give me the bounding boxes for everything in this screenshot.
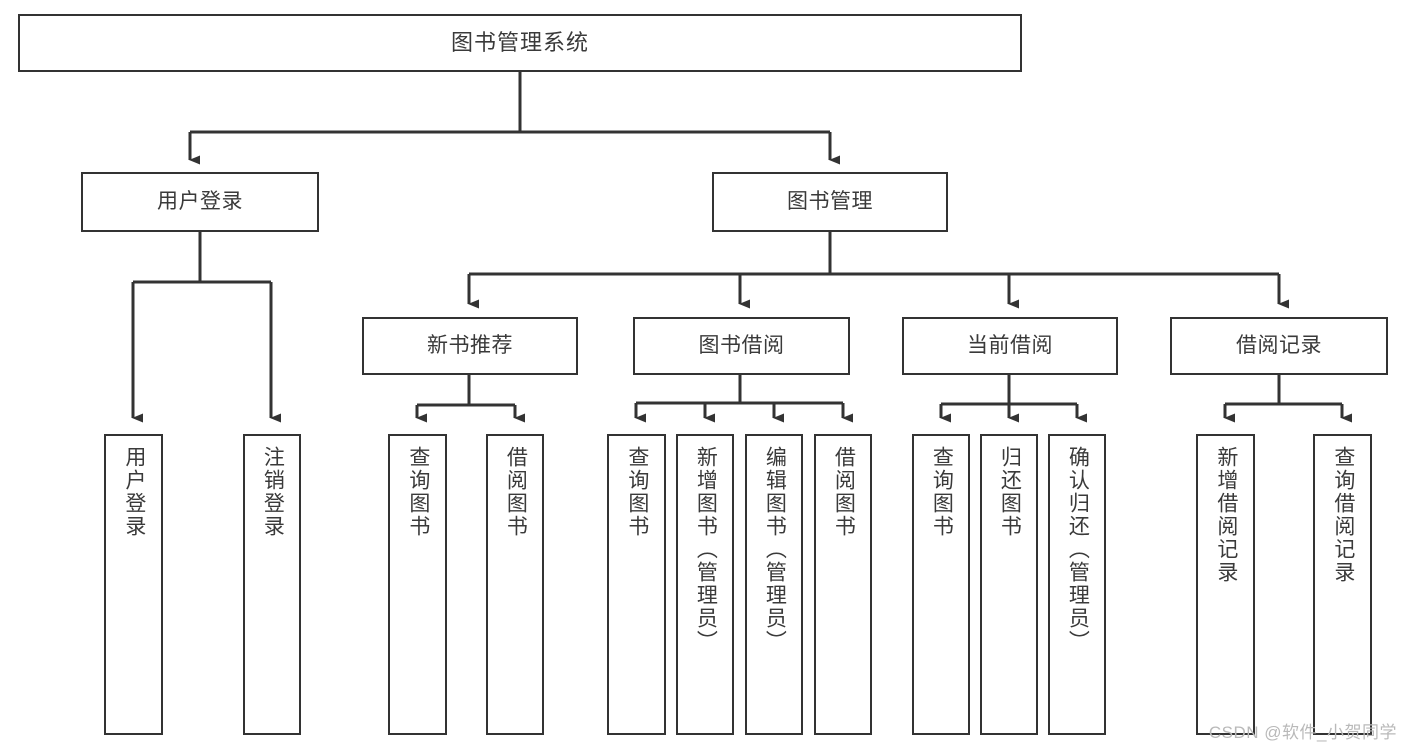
node-label: 图书管理 xyxy=(787,190,873,214)
node-current-borrow[interactable]: 当前借阅 xyxy=(902,317,1118,375)
node-label: 借阅图书 xyxy=(832,446,856,538)
node-leaf-borrow-record-add[interactable]: 新增借阅记录 xyxy=(1196,434,1255,735)
node-leaf-current-borrow-confirm-return[interactable]: 确认归还（管理员） xyxy=(1048,434,1106,735)
node-user-login[interactable]: 用户登录 xyxy=(81,172,319,232)
node-leaf-new-book-borrow[interactable]: 借阅图书 xyxy=(486,434,544,735)
node-leaf-user-login-login[interactable]: 用户登录 xyxy=(104,434,163,735)
node-label: 注销登录 xyxy=(261,446,285,538)
node-label: 归还图书 xyxy=(998,446,1022,538)
node-label: 新增图书（管理员） xyxy=(694,446,718,653)
node-label: 当前借阅 xyxy=(967,334,1053,358)
node-label: 图书借阅 xyxy=(698,334,785,358)
node-label: 新书推荐 xyxy=(427,334,513,358)
node-label: 图书管理系统 xyxy=(450,29,589,55)
node-leaf-borrow-record-query[interactable]: 查询借阅记录 xyxy=(1313,434,1372,735)
node-label: 新增借阅记录 xyxy=(1214,446,1238,584)
node-borrow-record[interactable]: 借阅记录 xyxy=(1170,317,1388,375)
node-leaf-book-borrow-query[interactable]: 查询图书 xyxy=(607,434,666,735)
node-leaf-book-borrow-borrow[interactable]: 借阅图书 xyxy=(814,434,872,735)
node-leaf-new-book-query[interactable]: 查询图书 xyxy=(388,434,447,735)
node-new-book-recommendation[interactable]: 新书推荐 xyxy=(362,317,578,375)
node-root-book-management-system[interactable]: 图书管理系统 xyxy=(18,14,1022,72)
node-label: 查询图书 xyxy=(930,446,954,538)
node-leaf-current-borrow-query[interactable]: 查询图书 xyxy=(912,434,970,735)
node-label: 用户登录 xyxy=(157,190,243,214)
node-label: 查询图书 xyxy=(406,446,430,538)
node-leaf-current-borrow-return[interactable]: 归还图书 xyxy=(980,434,1038,735)
node-label: 编辑图书（管理员） xyxy=(763,446,787,653)
node-label: 用户登录 xyxy=(122,446,146,538)
node-label: 借阅图书 xyxy=(504,446,528,538)
node-book-borrow[interactable]: 图书借阅 xyxy=(633,317,850,375)
node-leaf-user-login-logout[interactable]: 注销登录 xyxy=(243,434,301,735)
node-book-management[interactable]: 图书管理 xyxy=(712,172,948,232)
node-label: 查询借阅记录 xyxy=(1331,446,1355,584)
node-leaf-book-borrow-add[interactable]: 新增图书（管理员） xyxy=(676,434,734,735)
node-label: 查询图书 xyxy=(625,446,649,538)
node-label: 借阅记录 xyxy=(1236,334,1322,358)
csdn-watermark: CSDN @软件_小贺同学 xyxy=(1208,723,1397,742)
node-leaf-book-borrow-edit[interactable]: 编辑图书（管理员） xyxy=(745,434,803,735)
node-label: 确认归还（管理员） xyxy=(1066,446,1090,653)
